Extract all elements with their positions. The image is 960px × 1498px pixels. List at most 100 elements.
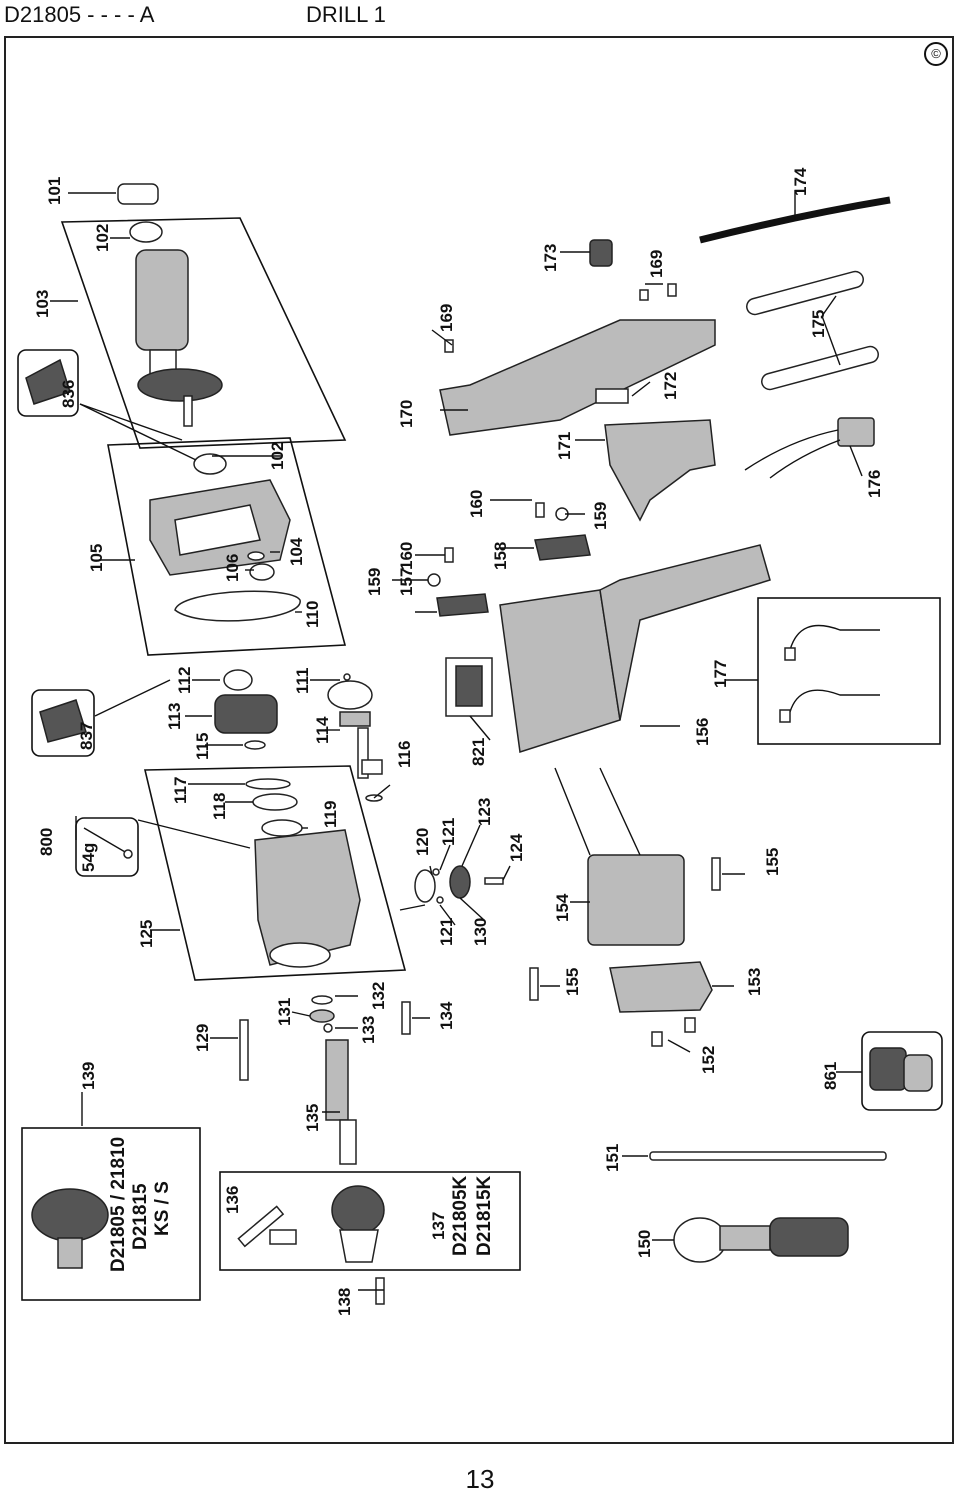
part-number-label: 174	[791, 167, 810, 196]
brush-152-b	[684, 1017, 696, 1033]
screw-155-b	[529, 967, 539, 1001]
cord-protector-175	[746, 270, 879, 391]
part-number-label: 115	[193, 733, 212, 760]
clutch-131	[309, 1009, 335, 1023]
leader-lines	[50, 190, 863, 1291]
part-number-label: 138	[335, 1288, 354, 1316]
ball-133	[323, 1023, 333, 1033]
part-number-label: 170	[397, 400, 416, 428]
part-number-label: 169	[437, 304, 456, 332]
part-number-label: 155	[763, 848, 782, 876]
part-number-label: 836	[59, 380, 78, 408]
bearing-101	[117, 183, 159, 205]
screw-124	[484, 877, 504, 885]
screw-169-a	[444, 339, 454, 353]
part-number-label: 114	[313, 716, 332, 744]
part-number-label: 154	[553, 893, 572, 922]
copyright-icon: ©	[924, 42, 948, 66]
keyed-chuck-137	[331, 1185, 385, 1263]
part-number-label: 172	[661, 372, 680, 400]
part-number-label: 158	[491, 542, 510, 570]
part-number-label: 133	[359, 1016, 378, 1044]
part-number-label: 134	[437, 1001, 456, 1030]
part-number-label: 861	[821, 1062, 840, 1090]
chuck-key-136	[237, 1205, 297, 1248]
part-number-label: 159	[591, 502, 610, 530]
part-number-label: 121	[439, 818, 458, 846]
kit-box-800	[75, 817, 139, 877]
brush-assembly-176	[744, 417, 875, 479]
spring-121	[436, 896, 444, 904]
gasket-110	[174, 590, 301, 622]
part-number-label: 150	[635, 1230, 654, 1258]
kit-800-part	[83, 827, 133, 859]
motor-housing-156	[499, 544, 771, 753]
part-number-label: 102	[268, 442, 287, 470]
part-number-label: 160	[467, 490, 486, 518]
screw-160-a	[535, 502, 545, 518]
ring-132	[311, 995, 333, 1005]
kit-837-part	[39, 699, 87, 743]
part-number-label: 137	[429, 1212, 448, 1240]
keyless-chuck-box	[21, 1127, 201, 1301]
model-number: D21805 - - - - A	[4, 2, 155, 27]
page-title: DRILL 1	[306, 2, 386, 27]
part-number-label: 175	[809, 310, 828, 338]
switch-158	[534, 534, 591, 561]
part-number-label: 106	[223, 554, 242, 582]
cord-clamp-173	[589, 239, 613, 267]
ball-111	[343, 673, 351, 681]
part-number-label: 152	[699, 1046, 718, 1074]
label-821	[445, 657, 493, 717]
kit-box-837	[31, 689, 95, 757]
part-number-label: 132	[369, 982, 388, 1010]
kit-836-part	[25, 358, 71, 405]
part-number-label: 171	[555, 432, 574, 460]
part-number-label: 120	[413, 828, 432, 856]
screw-169-c	[667, 283, 677, 297]
screw-169-b	[639, 289, 649, 301]
kit-box-836	[17, 349, 79, 417]
part-number-label: 160	[397, 542, 416, 570]
part-number-label: 110	[303, 601, 322, 628]
motor-end-group-box	[107, 437, 347, 656]
ring-104	[247, 551, 265, 561]
part-number-label: 101	[45, 177, 64, 205]
variant-line-k1: D21805K	[450, 1175, 471, 1256]
seal-119	[261, 819, 303, 837]
gear-113	[214, 694, 278, 734]
part-number-label: 153	[745, 968, 764, 996]
field-154	[554, 767, 685, 946]
wire-set-177	[779, 624, 880, 723]
spindle-114	[327, 680, 383, 779]
part-number-label: 155	[563, 968, 582, 996]
part-number-label: 54g	[79, 843, 98, 872]
part-number-label: 131	[275, 998, 294, 1026]
screw-160-b	[444, 547, 454, 563]
bearing-118	[252, 793, 298, 811]
spindle-135	[325, 1039, 357, 1165]
variant-line-2: D21815	[130, 1183, 151, 1250]
gearbox-group-box	[143, 765, 407, 981]
part-number-label: 111	[293, 668, 312, 695]
variant-line-1: D21805 / 21810	[108, 1137, 129, 1272]
gear-case-125	[254, 829, 361, 968]
page-number: 13	[465, 1464, 495, 1494]
part-number-label: 105	[87, 544, 106, 572]
part-number-label: 135	[303, 1104, 322, 1132]
part-number-label: 156	[693, 718, 712, 746]
part-number-label: 169	[647, 250, 666, 278]
cord-174	[699, 196, 891, 244]
part-number-label: 125	[137, 920, 156, 948]
part-number-label: 130	[471, 918, 490, 946]
part-number-label: 104	[287, 537, 306, 566]
knob-130	[449, 865, 471, 899]
label-172	[595, 388, 629, 404]
part-number-label: 123	[475, 798, 494, 826]
variant-line-k2: D21815K	[474, 1175, 495, 1256]
case-861	[869, 1047, 933, 1092]
handle-cover-171	[604, 419, 716, 522]
part-number-label: 139	[79, 1062, 98, 1090]
part-number-label: 119	[321, 801, 340, 828]
